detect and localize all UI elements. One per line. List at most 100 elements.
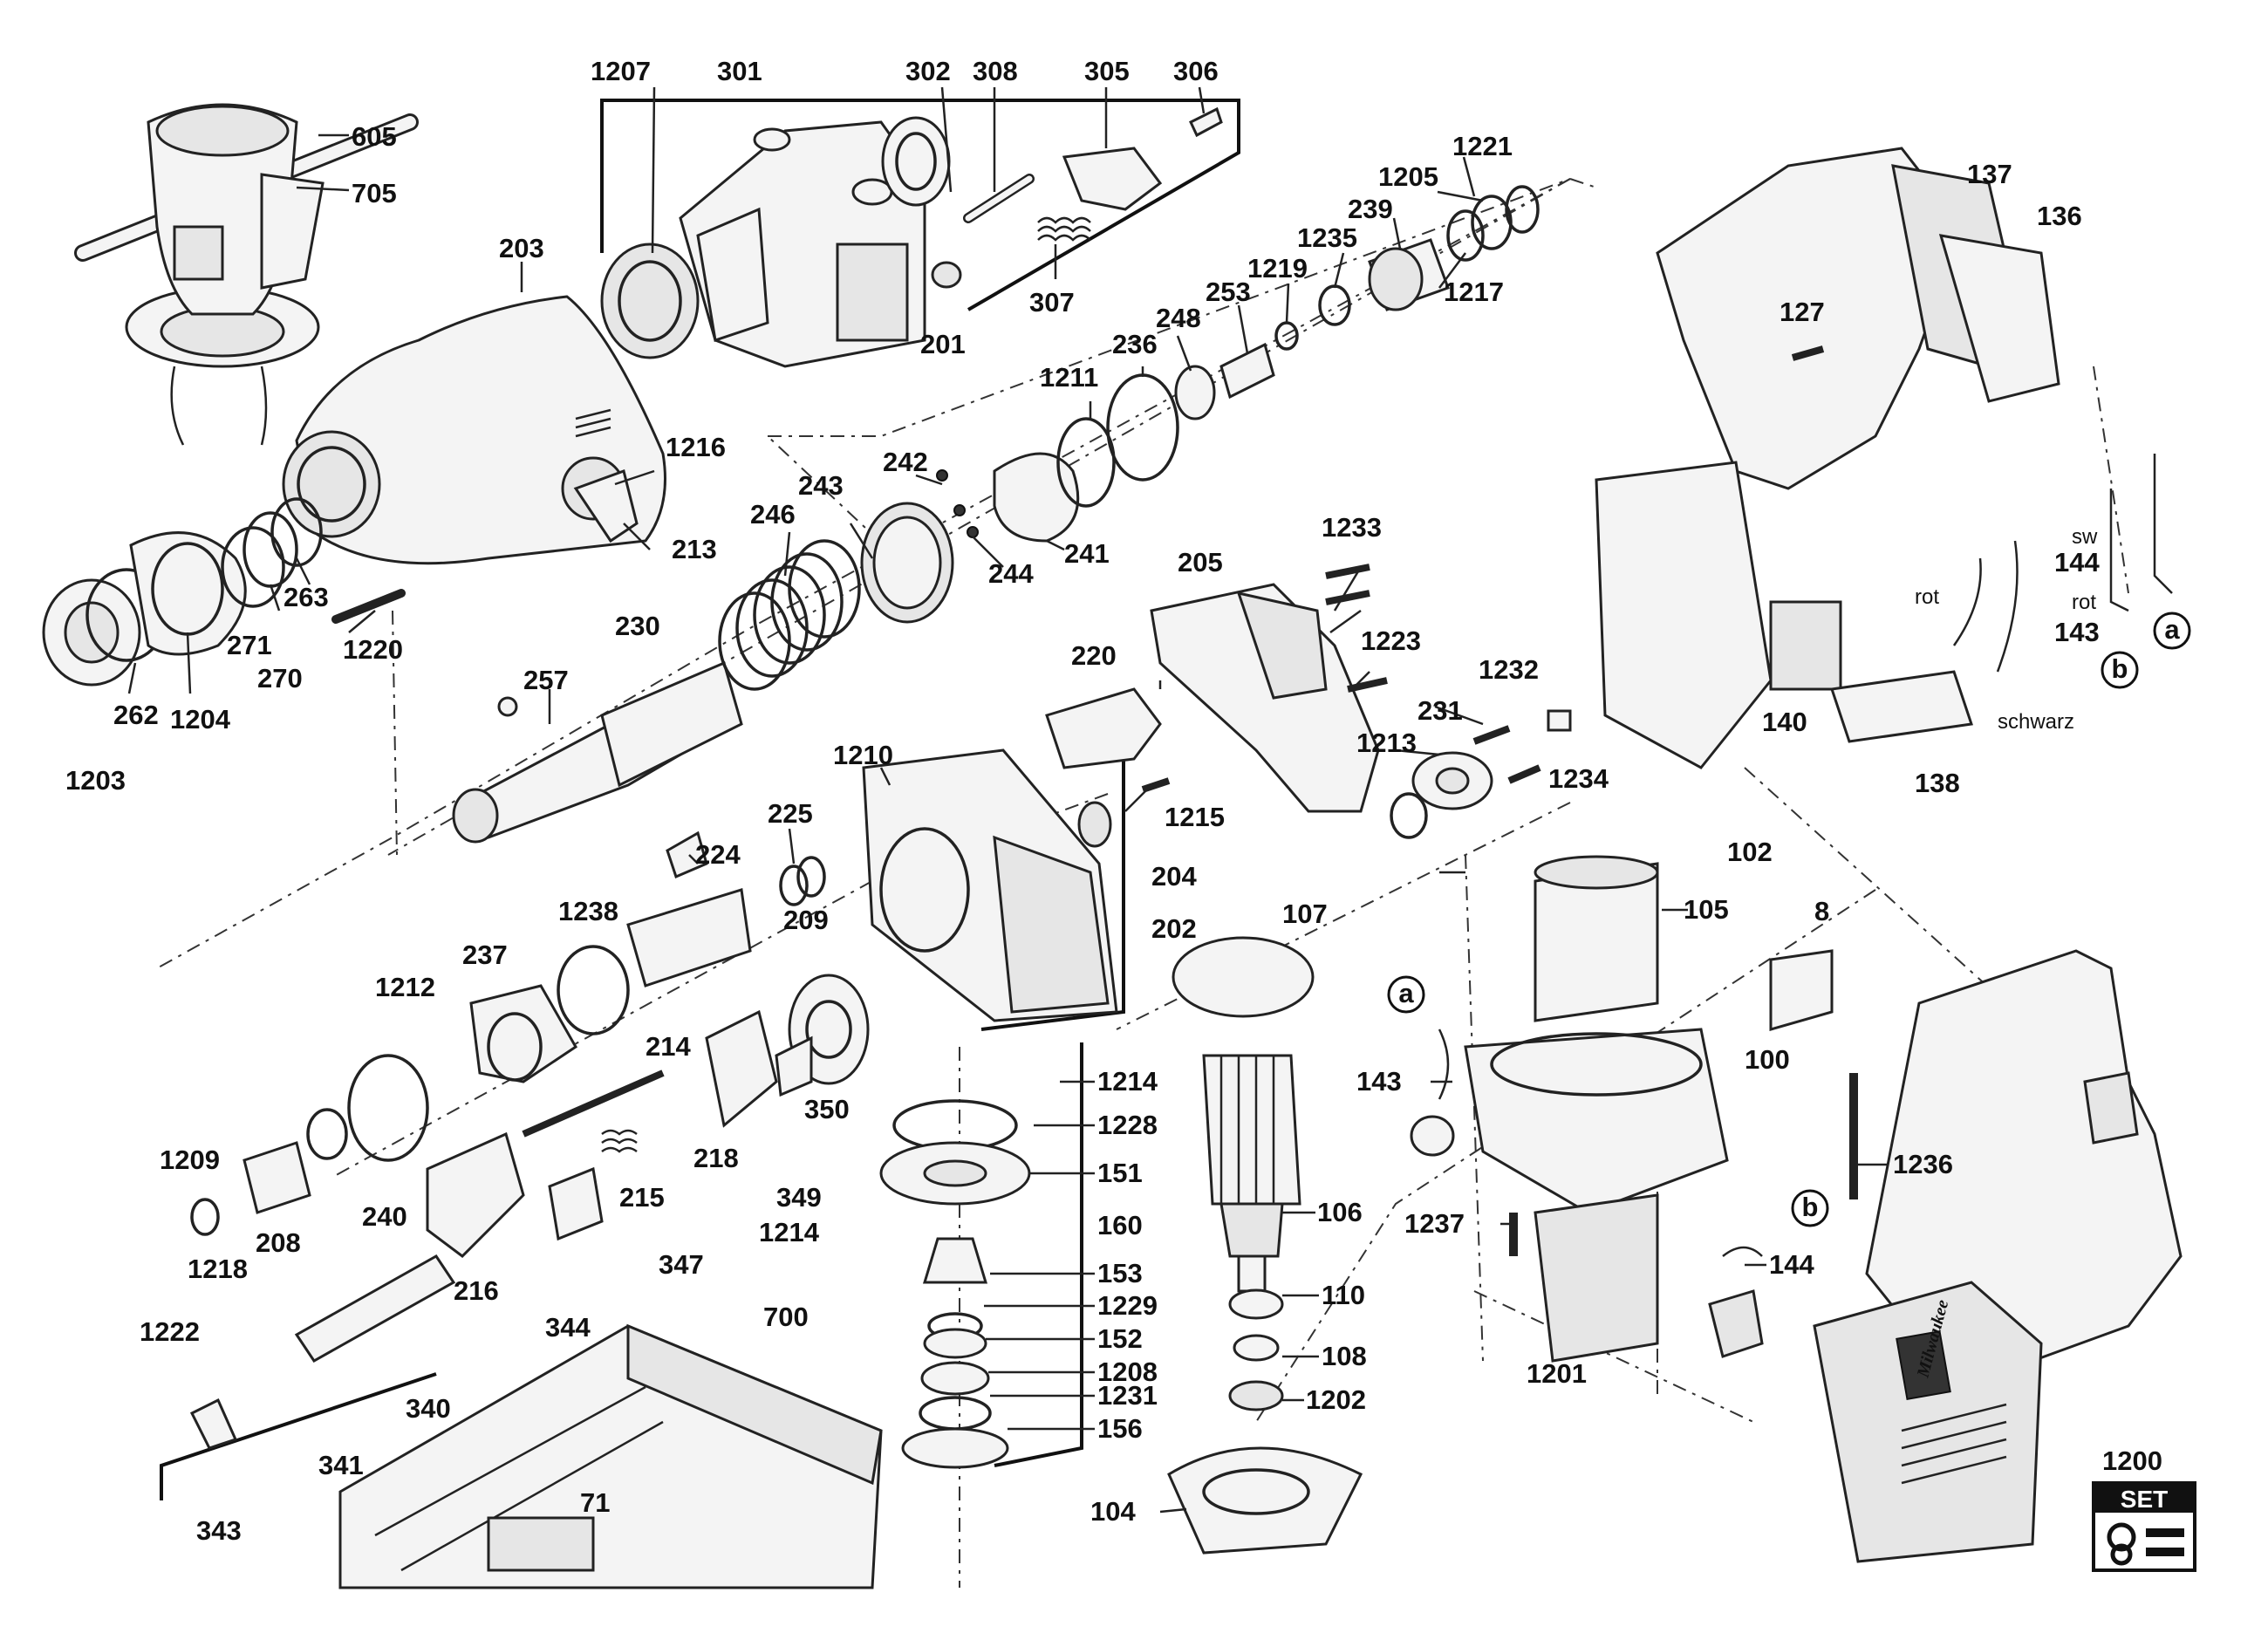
part-label: 1231 bbox=[1097, 1380, 1158, 1411]
part-label: 1205 bbox=[1378, 161, 1438, 192]
part-label: 104 bbox=[1090, 1496, 1136, 1527]
part-label: 216 bbox=[454, 1275, 499, 1306]
leader-lines bbox=[127, 86, 1484, 874]
part-number-labels: 1207 301 302 308 305 306 605 705 203 307… bbox=[65, 56, 2162, 1546]
callout-a: a bbox=[2164, 614, 2180, 645]
part-label: 1208 bbox=[1097, 1357, 1158, 1387]
front-housing-203 bbox=[282, 295, 666, 565]
callout-b: b bbox=[2112, 653, 2128, 684]
part-label: 1207 bbox=[591, 56, 651, 86]
middle-drive-parts bbox=[469, 830, 870, 1138]
part-label: 302 bbox=[905, 56, 951, 86]
assembled-handle-preview bbox=[1813, 949, 2183, 1563]
part-label: 340 bbox=[406, 1393, 451, 1424]
wire-label-schwarz: schwarz bbox=[1998, 710, 2074, 734]
part-label: 347 bbox=[659, 1249, 704, 1280]
part-label: 205 bbox=[1178, 547, 1223, 577]
part-label: 1232 bbox=[1479, 654, 1539, 685]
part-label: 136 bbox=[2037, 201, 2082, 231]
part-label: 307 bbox=[1029, 287, 1075, 318]
part-label: 605 bbox=[352, 121, 397, 152]
part-label: 220 bbox=[1071, 640, 1117, 671]
part-label: 243 bbox=[798, 470, 844, 501]
callout-circles: a b a b bbox=[1387, 612, 2191, 1227]
part-label: 209 bbox=[783, 905, 829, 935]
part-label: 1210 bbox=[833, 740, 893, 770]
part-label: 127 bbox=[1780, 297, 1825, 327]
part-label: 1209 bbox=[160, 1145, 220, 1175]
part-label: 1233 bbox=[1322, 512, 1382, 543]
part-label: 1215 bbox=[1165, 802, 1225, 832]
set-badge: SET bbox=[2092, 1481, 2196, 1572]
part-label: 105 bbox=[1684, 894, 1729, 925]
part-label: 1236 bbox=[1893, 1149, 1953, 1179]
part-label: 156 bbox=[1097, 1413, 1143, 1444]
part-label: 110 bbox=[1322, 1280, 1365, 1310]
part-label: 1217 bbox=[1444, 277, 1504, 307]
part-label: 1203 bbox=[65, 765, 126, 796]
part-label: 144 bbox=[1769, 1249, 1814, 1280]
part-label: 1200 bbox=[2102, 1445, 2162, 1476]
part-label: 215 bbox=[619, 1182, 665, 1213]
part-label: 208 bbox=[256, 1227, 301, 1258]
gearbox-housing-301 bbox=[600, 106, 1223, 368]
part-label: 253 bbox=[1206, 277, 1251, 307]
wire-label-sw: sw bbox=[2072, 525, 2098, 549]
gearbox-casting-202 bbox=[862, 748, 1171, 1022]
part-label: 246 bbox=[750, 499, 796, 530]
part-label: 344 bbox=[545, 1312, 591, 1343]
part-label: 1201 bbox=[1527, 1358, 1587, 1389]
part-label: 225 bbox=[768, 798, 813, 829]
part-label: 1222 bbox=[140, 1316, 200, 1347]
part-label: 239 bbox=[1348, 194, 1393, 224]
part-label: 700 bbox=[763, 1302, 809, 1332]
gear-set bbox=[718, 452, 1080, 691]
part-label: 1214 bbox=[759, 1217, 820, 1247]
part-label: 102 bbox=[1727, 837, 1773, 867]
part-label: 349 bbox=[776, 1182, 822, 1213]
part-label: 1235 bbox=[1297, 222, 1357, 253]
part-label: 1214 bbox=[1097, 1066, 1158, 1097]
small-plates bbox=[1045, 687, 1572, 839]
part-label: 308 bbox=[973, 56, 1018, 86]
part-label: 224 bbox=[695, 839, 741, 870]
part-label: 143 bbox=[1356, 1066, 1402, 1097]
group-brackets bbox=[160, 99, 1240, 1500]
part-label: 1229 bbox=[1097, 1290, 1158, 1321]
spindle-230 bbox=[452, 660, 743, 844]
part-label: 242 bbox=[883, 447, 928, 477]
part-label: 213 bbox=[672, 534, 717, 564]
part-label: 1219 bbox=[1247, 253, 1308, 284]
part-label: 1211 bbox=[1040, 362, 1098, 393]
wire-labels: sw rot rot schwarz bbox=[1915, 525, 2098, 734]
part-label: 230 bbox=[615, 611, 660, 641]
carrying-case-700 bbox=[338, 1323, 883, 1589]
part-label: 1202 bbox=[1306, 1384, 1366, 1415]
part-label: 140 bbox=[1762, 707, 1807, 737]
part-label: 71 bbox=[580, 1487, 610, 1518]
part-label: 218 bbox=[693, 1143, 739, 1173]
part-label: 1228 bbox=[1097, 1110, 1158, 1140]
part-label: 262 bbox=[113, 700, 159, 730]
part-label: 1216 bbox=[666, 432, 726, 462]
motor-housing bbox=[1410, 855, 1858, 1363]
part-label: 301 bbox=[717, 56, 762, 86]
part-label: 236 bbox=[1112, 329, 1158, 359]
part-label: 8 bbox=[1814, 896, 1829, 926]
part-label: 1218 bbox=[188, 1254, 248, 1284]
part-label: 1213 bbox=[1356, 728, 1417, 758]
armature-107 bbox=[1167, 936, 1363, 1555]
part-label: 137 bbox=[1967, 159, 2012, 189]
part-label: 160 bbox=[1097, 1210, 1143, 1240]
callout-a: a bbox=[1398, 978, 1414, 1008]
part-label: 257 bbox=[523, 665, 569, 695]
part-label: 204 bbox=[1151, 861, 1197, 892]
set-badge-text: SET bbox=[2121, 1486, 2168, 1513]
wire-label-rot: rot bbox=[1915, 585, 1939, 609]
part-label: 244 bbox=[988, 558, 1034, 589]
cover-205 bbox=[1150, 564, 1388, 813]
part-label: 1223 bbox=[1361, 625, 1421, 656]
part-label: 231 bbox=[1418, 695, 1463, 726]
part-label: 350 bbox=[804, 1094, 850, 1124]
